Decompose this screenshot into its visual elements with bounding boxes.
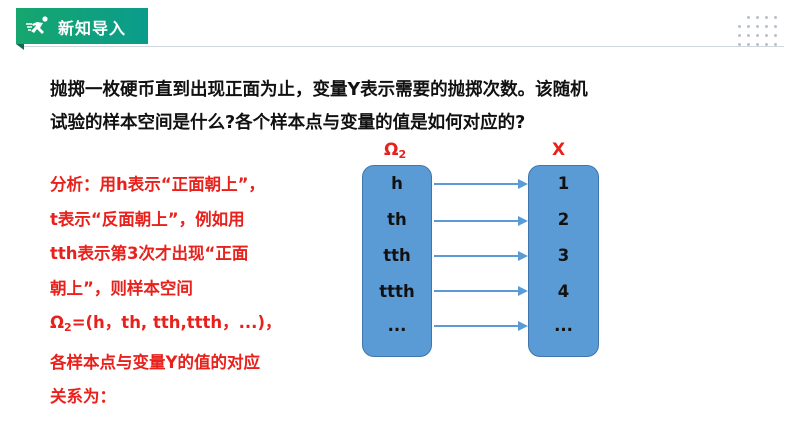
dot [738,43,741,46]
variable-value-item: 4 [557,282,570,301]
dot [747,34,750,37]
banner-title: 新知导入 [58,19,127,38]
mapping-arrow [434,216,528,226]
variable-value-item: ... [554,316,573,335]
sample-point-item: ttth [379,282,415,301]
dot [774,43,777,46]
dot [774,34,777,37]
section-banner: 新知导入 [16,8,148,50]
sample-space-set: =(h，th, tth,ttth，...)， [71,313,282,332]
analysis-line-7: 关系为： [50,387,116,406]
decorative-dots [738,16,782,50]
right-set-label: X [552,140,566,160]
question-text: 抛掷一枚硬币直到出现正面为止，变量Y表示需要的抛掷次数。该随机 试验的样本空间是… [50,74,710,140]
variable-value-item: 3 [557,246,570,265]
dot [747,16,750,19]
header-divider [22,46,784,47]
sample-point-item: th [387,210,407,229]
banner-fold [16,44,24,50]
dot [747,43,750,46]
left-set-label: Ω2 [384,140,406,161]
mapping-arrow [434,286,528,296]
sample-point-item: tth [383,246,411,265]
left-label-subscript: 2 [398,148,407,161]
runner-icon [26,16,48,34]
analysis-line-1: 分析：用h表示“正面朝上”， [50,175,265,194]
omega-symbol: Ω [50,313,65,332]
dot [756,34,759,37]
dot [756,43,759,46]
dot [765,34,768,37]
analysis-text: 分析：用h表示“正面朝上”， t表示“反面朝上”，例如用 tth表示第3次才出现… [50,168,350,415]
analysis-line-2: t表示“反面朝上”，例如用 [50,209,245,229]
question-line-1: 抛掷一枚硬币直到出现正面为止，变量Y表示需要的抛掷次数。该随机 [50,80,588,100]
variable-values-box: 1 2 3 4... [528,165,599,357]
omega-subscript: 2 [64,321,72,334]
dot [774,16,777,19]
analysis-line-5: Ω2=(h，th, tth,ttth，...)， [50,306,350,346]
mapping-arrow [434,179,528,189]
sample-point-item: ... [387,316,407,335]
left-label-symbol: Ω [384,140,399,160]
dot [765,43,768,46]
variable-value-item: 2 [557,210,570,229]
dot [756,25,759,28]
dot [765,25,768,28]
mapping-arrows [434,179,528,331]
variable-value-item: 1 [557,174,570,193]
mapping-arrow [434,321,528,331]
dot [774,25,777,28]
question-line-2: 试验的样本空间是什么?各个样本点与变量的值是如何对应的? [50,113,526,133]
dot [765,16,768,19]
analysis-line-3: tth表示第3次才出现“正面 [50,244,249,263]
dot [738,34,741,37]
dot [756,16,759,19]
analysis-line-4: 朝上”，则样本空间 [50,278,193,298]
dot [738,25,741,28]
sample-point-item: h [391,174,403,193]
sample-points-box: h th tth ttth... [362,165,432,357]
dot [747,25,750,28]
mapping-arrow [434,251,528,261]
analysis-line-6: 各样本点与变量Y的值的对应 [50,352,260,372]
